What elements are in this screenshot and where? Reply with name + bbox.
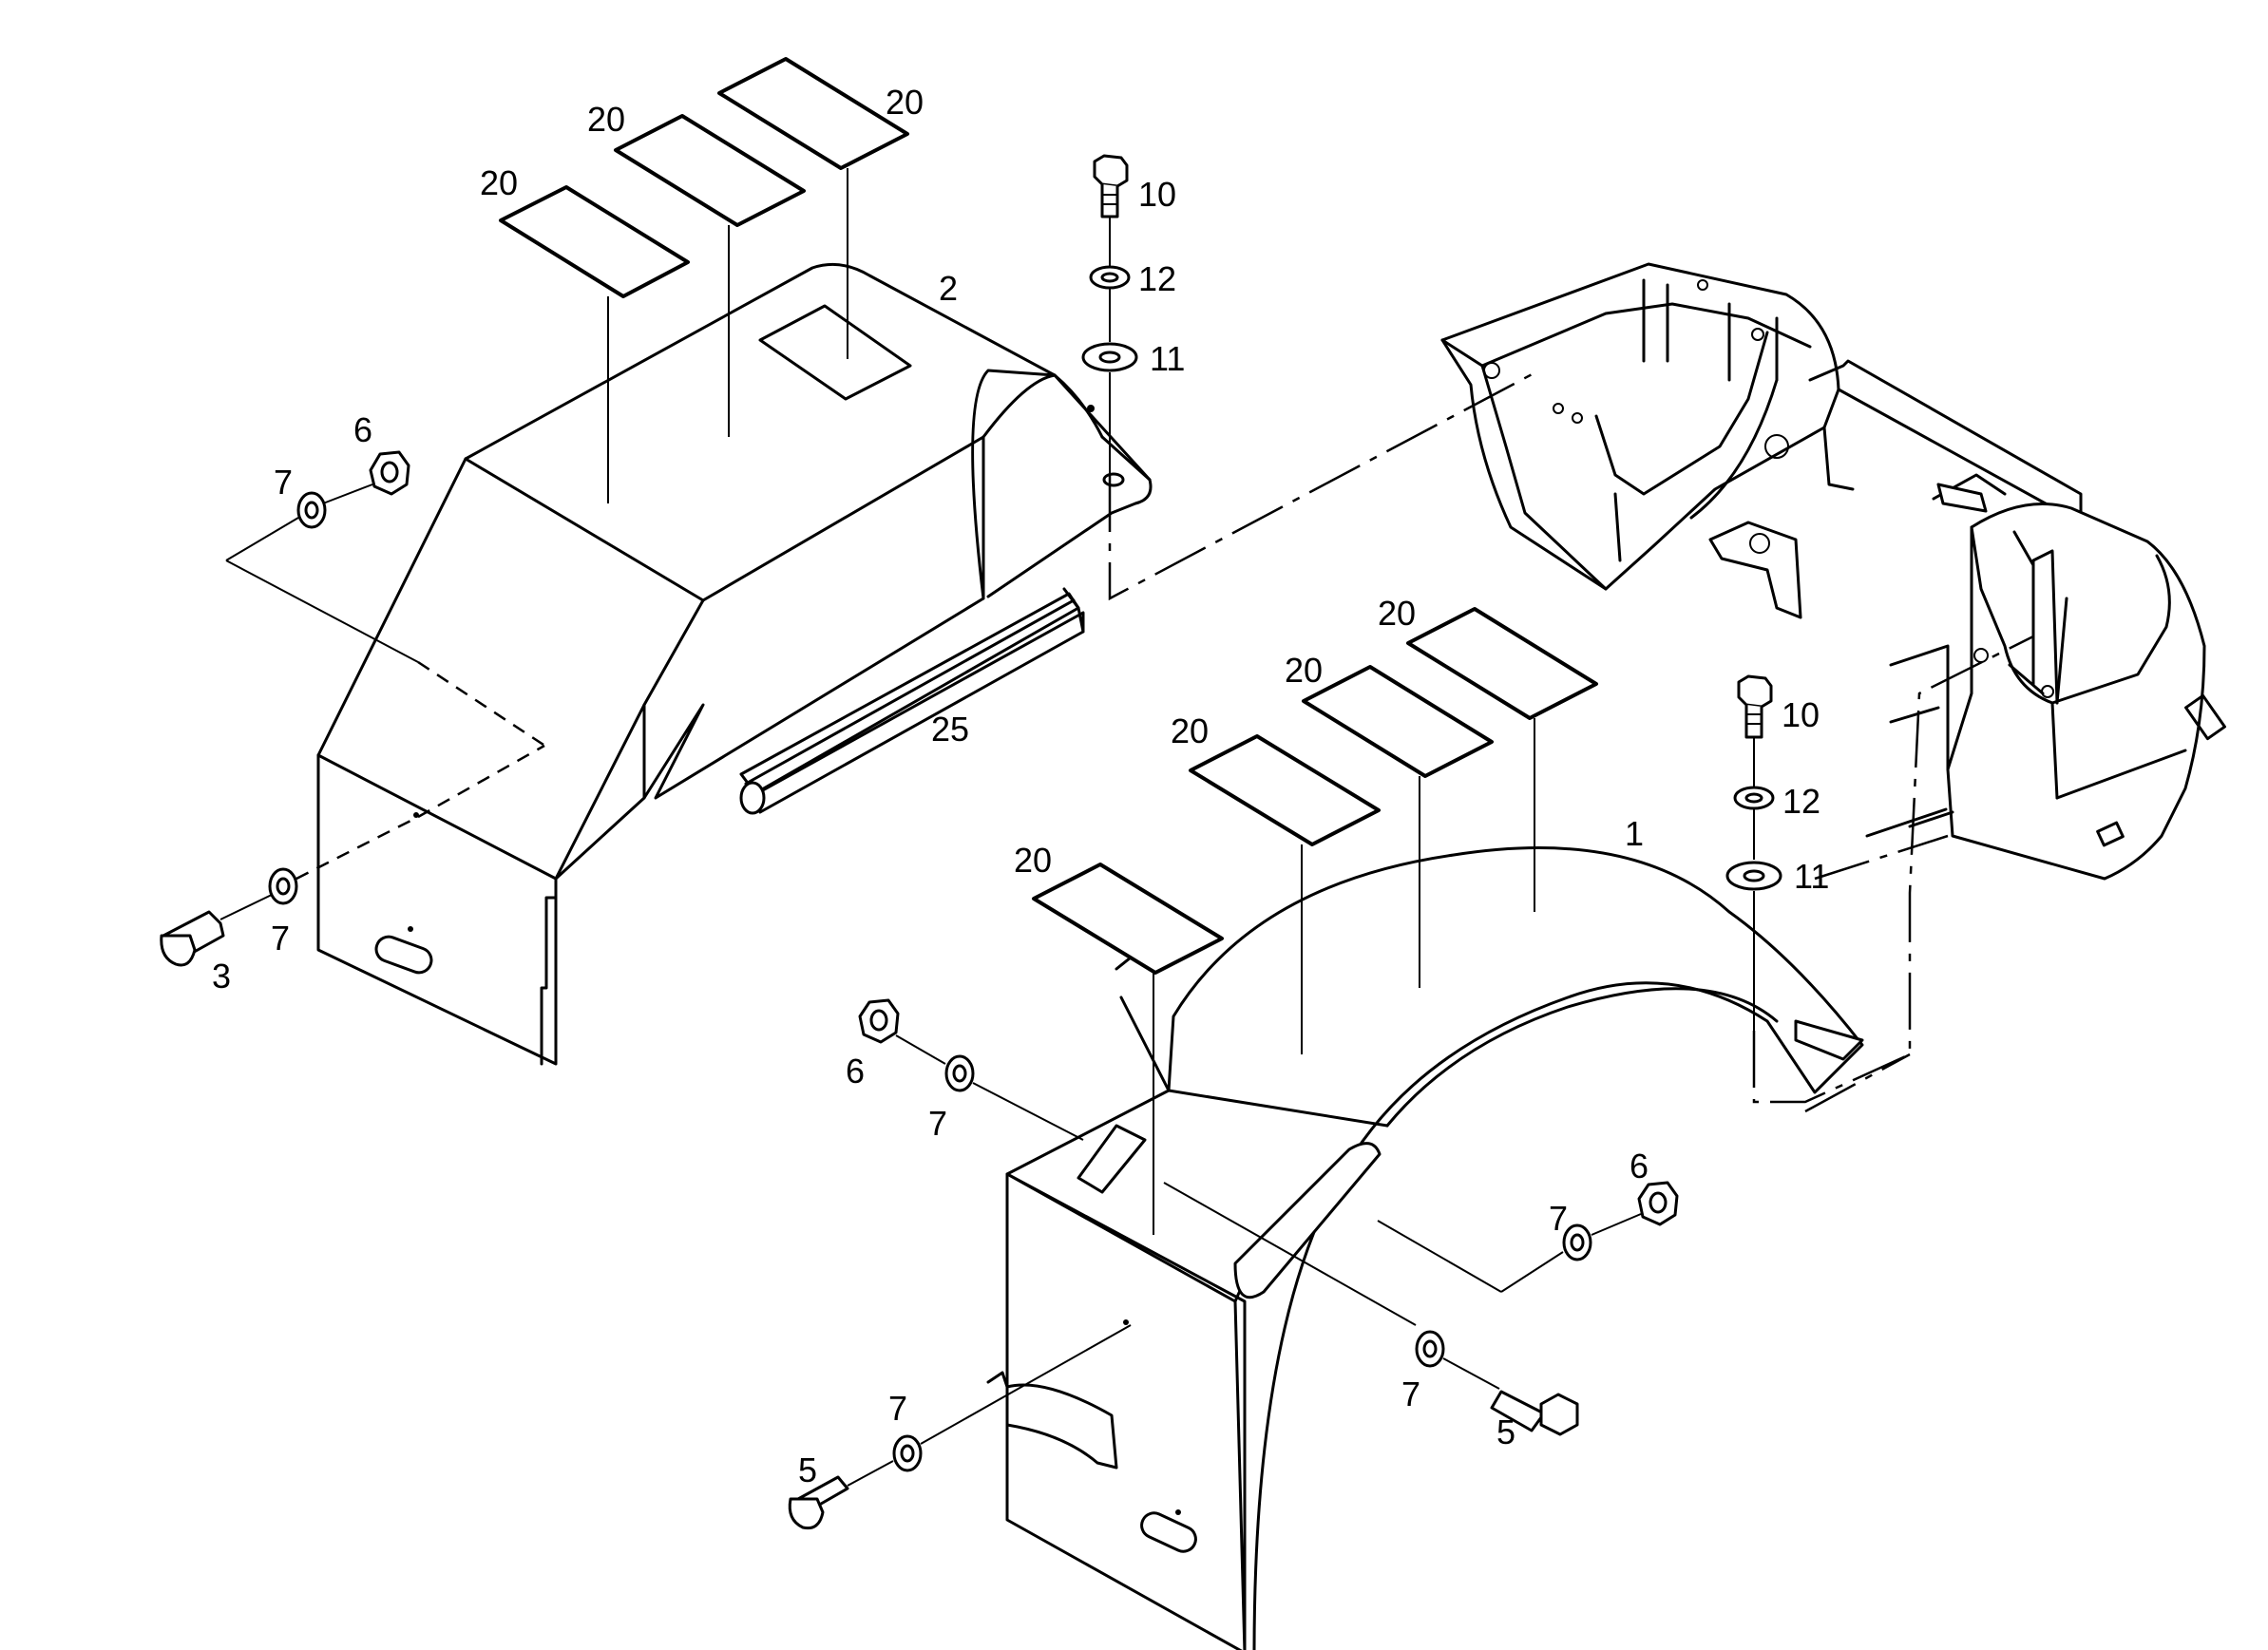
callout-7: 7: [271, 919, 290, 958]
callout-20: 20: [1014, 841, 1052, 880]
rubber-strip-part-25: [739, 587, 1085, 815]
callout-12: 12: [1782, 782, 1820, 821]
callout-25: 25: [931, 710, 969, 749]
bolt-5-right: [1490, 1390, 1579, 1436]
callout-12: 12: [1138, 259, 1176, 298]
callout-2: 2: [939, 269, 958, 308]
centerline-right-fender: [1752, 635, 2034, 1104]
callout-6: 6: [1630, 1147, 1649, 1185]
fender-part-1: [986, 846, 1864, 1650]
callout-20: 20: [1378, 594, 1416, 633]
callout-7: 7: [888, 1389, 907, 1428]
bolt-10-left: [1093, 154, 1129, 218]
callout-10: 10: [1138, 175, 1176, 214]
callout-20: 20: [587, 100, 625, 139]
washer-7-right-upper: [1562, 1223, 1592, 1261]
callout-7: 7: [1549, 1199, 1568, 1238]
callout-11: 11: [1150, 339, 1185, 378]
callout-3: 3: [212, 957, 231, 996]
callout-7: 7: [274, 463, 293, 502]
bolt-5-left: [788, 1475, 849, 1530]
centerline-left-fender: [1108, 369, 1540, 601]
washer-7-bottom: [892, 1434, 923, 1472]
washer-7-left-upper: [296, 491, 327, 529]
decals-right-fender: [1032, 607, 1598, 1235]
callout-7: 7: [1401, 1375, 1420, 1413]
washer-12-left: [1089, 265, 1131, 290]
washer-7-middle: [944, 1054, 975, 1092]
bolt-3: [160, 910, 225, 967]
callout-6: 6: [846, 1052, 865, 1091]
callout-20: 20: [1171, 711, 1209, 750]
washer-11-left: [1081, 342, 1138, 372]
callout-7: 7: [928, 1104, 947, 1143]
callout-10: 10: [1782, 695, 1820, 734]
nut-6-middle: [858, 998, 900, 1044]
decals-left-fender: [499, 57, 909, 503]
callout-5: 5: [1496, 1413, 1515, 1451]
washer-12-right: [1733, 786, 1775, 810]
callouts: 20 20 20 2 10 12 11 6 7 25 7 3 20 20 20 …: [212, 83, 1829, 1489]
washer-7-right-lower: [1415, 1330, 1445, 1368]
callout-1: 1: [1625, 814, 1644, 853]
nut-6-right: [1637, 1181, 1679, 1226]
fender-part-2: [316, 262, 1153, 1066]
callout-6: 6: [353, 410, 372, 449]
chassis-frame: [1440, 262, 2226, 881]
nut-6-left: [369, 450, 410, 496]
washer-7-left-lower: [268, 867, 298, 905]
callout-20: 20: [886, 83, 924, 122]
callout-11: 11: [1794, 857, 1829, 896]
bolt-10-right: [1737, 674, 1773, 739]
washer-11-right: [1725, 861, 1782, 891]
callout-5: 5: [798, 1451, 817, 1489]
callout-20: 20: [1285, 651, 1323, 690]
centerline-right-tab: [1804, 1053, 1911, 1113]
centerline-right-washer: [1814, 834, 1949, 881]
callout-20: 20: [480, 163, 518, 202]
